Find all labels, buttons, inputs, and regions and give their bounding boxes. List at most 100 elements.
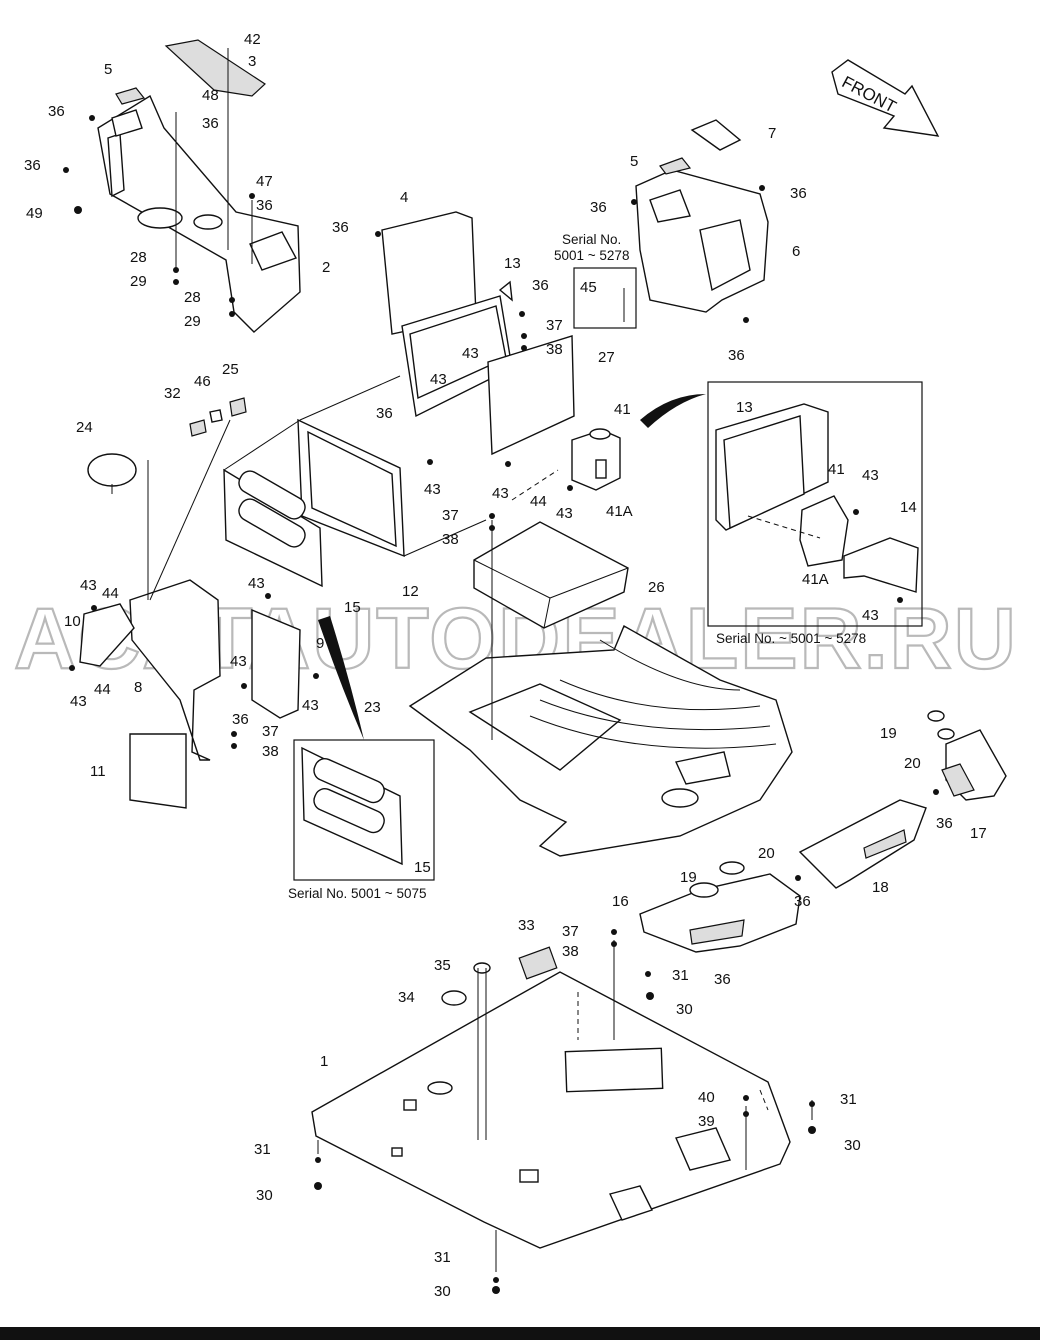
controller-26 [473,521,629,629]
detail-right-contents [715,403,919,593]
callout-arrow-left [318,616,364,740]
part-label: 26 [648,579,665,596]
bracket-group-left [79,579,301,809]
duct-group [639,710,1007,953]
part-label: 36 [714,971,731,988]
floor-plate-1 [311,971,791,1249]
part-label: 36 [728,347,745,364]
part-label: 1 [320,1053,328,1070]
part-label: 28 [184,289,201,306]
part-label: 16 [612,893,629,910]
part-label: 4 [400,189,408,206]
part-label: 18 [872,879,889,896]
part-label: 30 [844,1137,861,1154]
part-label: 43 [230,653,247,670]
part-label: 27 [598,349,615,366]
part-label: 31 [254,1141,271,1158]
part-label: 13 [504,255,521,272]
part-label: 42 [244,31,261,48]
left-console [97,39,301,333]
part-label: 12 [402,583,419,600]
part-label: 36 [532,277,549,294]
part-label: 43 [70,693,87,710]
part-label: 43 [424,481,441,498]
right-console [635,119,769,313]
part-label: 31 [840,1091,857,1108]
part-label: 28 [130,249,147,266]
detail-frame-right [707,381,923,627]
part-label: 36 [590,199,607,216]
part-label: 36 [332,219,349,236]
part-label: 41A [606,503,633,520]
part-label: 25 [222,361,239,378]
bottom-border [0,1327,1040,1340]
part-label: 14 [900,499,917,516]
part-label: 3 [248,53,256,70]
part-label: 40 [698,1089,715,1106]
part-label: 43 [80,577,97,594]
part-label: 31 [672,967,689,984]
part-label: 5 [104,61,112,78]
part-label: 19 [680,869,697,886]
part-label: 36 [936,815,953,832]
part-label: 33 [518,917,535,934]
panel-group-upper [381,211,575,456]
part-label: 36 [48,103,65,120]
part-label: 38 [562,943,579,960]
front-arrow-icon: FRONT [831,59,940,137]
detail-left-contents [301,746,403,866]
part-label: 43 [462,345,479,362]
pad-group [441,946,558,1140]
part-label: 43 [556,505,573,522]
part-label: 36 [256,197,273,214]
part-label: 7 [768,125,776,142]
part-label: 41A [802,571,829,588]
part-label: 48 [202,87,219,104]
part-label: 39 [698,1113,715,1130]
part-label: 20 [758,845,775,862]
part-label: 44 [530,493,547,510]
part-label: 10 [64,613,81,630]
part-label: 29 [184,313,201,330]
serial-note-left-detail: Serial No. 5001 ~ 5075 [288,886,426,901]
part-label: 17 [970,825,987,842]
part-label: 8 [134,679,142,696]
callout-arrow-right [640,394,706,428]
part-label: 9 [316,635,324,652]
part-label: 43 [862,467,879,484]
part-label: 43 [302,697,319,714]
part-label: 46 [194,373,211,390]
part-label: 38 [262,743,279,760]
part-label: 37 [262,723,279,740]
part-label: 44 [94,681,111,698]
part-label: 41 [828,461,845,478]
part-label: 36 [232,711,249,728]
part-label: 15 [414,859,431,876]
part-label: 41 [614,401,631,418]
part-label: 38 [442,531,459,548]
part-label: 36 [790,185,807,202]
part-label: 30 [434,1283,451,1300]
part-label: 49 [26,205,43,222]
part-label: 43 [248,575,265,592]
part-label: 44 [102,585,119,602]
part-label: 35 [434,957,451,974]
part-label: 15 [344,599,361,616]
serial-note-upper-line2: 5001 ~ 5278 [554,248,629,263]
part-label: 43 [862,607,879,624]
part-label: 20 [904,755,921,772]
part-label: 2 [322,259,330,276]
part-label: 37 [442,507,459,524]
part-label: 30 [256,1187,273,1204]
part-label: 38 [546,341,563,358]
floor-mat-23 [408,625,793,857]
part-label: 43 [430,371,447,388]
part-label: 37 [546,317,563,334]
part-label: 13 [736,399,753,416]
part-label: 31 [434,1249,451,1266]
part-label: 45 [580,279,597,296]
part-label: 36 [376,405,393,422]
part-label: 5 [630,153,638,170]
part-label: 47 [256,173,273,190]
